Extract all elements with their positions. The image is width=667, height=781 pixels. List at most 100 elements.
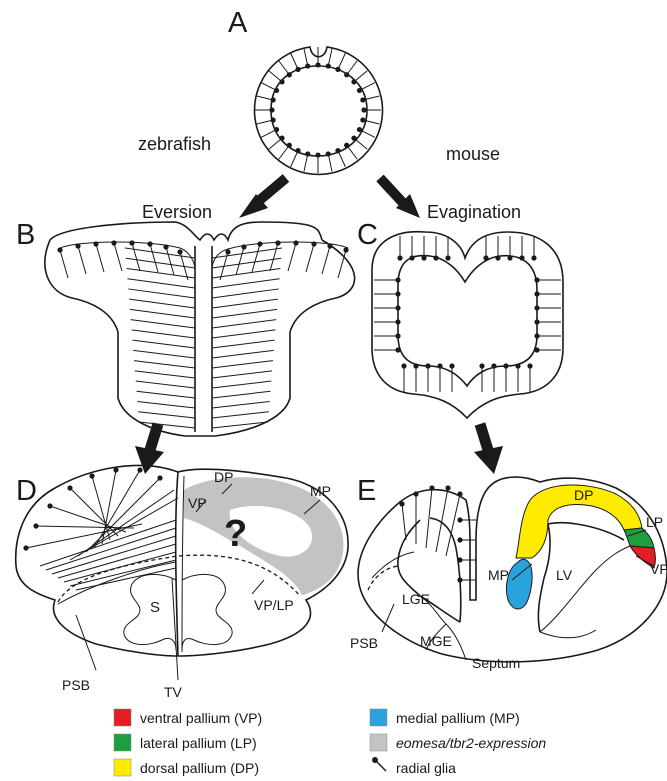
radial-glia-soma [507,255,512,260]
radial-glia-soma [409,255,414,260]
radial-glia-soma [395,305,400,310]
legend-label-dorsal-pallium: dorsal pallium (DP) [140,760,259,776]
radial-glia-fiber [269,138,282,149]
radial-glia-soma [305,63,310,68]
radial-glia-soma [437,363,442,368]
radial-glia-fiber [136,381,195,388]
label-e-vp: VP [650,561,667,577]
radial-glia-fiber [92,476,110,540]
radial-glia-fiber [150,244,158,272]
label-e-psb: PSB [350,635,378,651]
radial-glia-soma [457,517,462,522]
label-e-lv: LV [556,567,573,583]
panel-a-neural-tube [254,47,382,174]
radial-glia-fiber [212,299,278,308]
radial-glia-fiber [252,244,260,272]
panel-label-c: C [357,219,378,251]
radial-glia-fiber [270,243,278,271]
legend-radial-glia-icon [372,757,386,771]
panel-label-e: E [357,475,376,507]
label-d-mp: MP [310,483,331,499]
radial-glia-soma [295,67,300,72]
radial-glia-soma [295,148,300,153]
radial-glia-soma [225,249,230,254]
legend-label-medial-pallium: medial pallium (MP) [396,710,520,726]
heading-mouse: mouse [446,144,500,164]
radial-glia-soma [67,485,72,490]
label-e-septum: Septum [472,655,520,671]
radial-glia-fiber [102,470,116,544]
radial-glia-fiber [212,279,280,288]
radial-glia-soma [491,363,496,368]
panel-e-right-ventricle [538,523,624,632]
radial-glia-fiber [131,320,195,328]
panel-c-evaginated-telencephalon [372,232,563,418]
radial-glia-fiber [212,248,282,258]
radial-glia-fiber [212,361,273,368]
radial-glia-fiber [212,340,275,348]
legend-swatch-medial-pallium [370,709,387,726]
panel-label-d: D [16,475,37,507]
radial-glia-fiber [212,309,277,318]
radial-glia-soma [275,240,280,245]
radial-glia-soma [457,537,462,542]
radial-glia-soma [357,88,362,93]
arrow-a-to-b [239,178,286,218]
legend-swatch-ventral-pallium [114,709,131,726]
panel-e-mouse-telencephalon [358,477,667,662]
legend-swatch-eomesa-expression [370,734,387,751]
radial-glia-soma [305,151,310,156]
panel-b-tela-choroidea [50,222,322,240]
panel-c-radial-glia [374,236,561,392]
radial-glia-soma [445,485,450,490]
radial-glia-fiber [132,330,195,338]
radial-glia-fiber [58,544,176,578]
radial-glia-fiber [446,494,460,556]
radial-glia-fiber [338,151,345,167]
radial-glia-soma [413,491,418,496]
radial-glia-soma [503,363,508,368]
panel-b-radial-glia [57,240,348,428]
arrow-c-to-e [474,424,503,474]
radial-glia-soma [527,363,532,368]
radial-glia-soma [113,467,118,472]
radial-glia-soma [399,501,404,506]
radial-glia-soma [457,577,462,582]
radial-glia-fiber [304,154,308,171]
radial-glia-soma [361,107,366,112]
radial-glia-soma [433,255,438,260]
label-d-question: ? [224,513,247,555]
radial-glia-fiber [291,151,298,167]
label-d-vp-lp: VP/LP [254,597,294,613]
radial-glia-soma [57,247,62,252]
radial-glia-fiber [130,309,195,318]
label-e-mge: MGE [420,633,452,649]
radial-glia-soma [311,241,316,246]
radial-glia-fiber [306,244,314,272]
radial-glia-fiber [134,361,195,368]
radial-glia-fiber [133,350,195,358]
radial-glia-soma [534,319,539,324]
radial-glia-soma [137,467,142,472]
panel-e-radial-glia [399,485,476,582]
radial-glia-fiber [354,71,367,82]
pointer-vplp-d [252,580,264,594]
radial-glia-soma [241,244,246,249]
radial-glia-soma [129,240,134,245]
radial-glia-fiber [212,330,275,338]
radial-glia-soma [534,305,539,310]
radial-glia-fiber [166,247,174,275]
radial-glia-fiber [291,53,298,69]
heading-eversion: Eversion [142,202,212,222]
radial-glia-soma [293,240,298,245]
radial-glia-soma [147,241,152,246]
radial-glia-fiber [132,340,195,348]
radial-glia-fiber [46,528,176,570]
radial-glia-soma [111,240,116,245]
radial-glia-fiber [137,391,195,398]
legend: ventral pallium (VP) lateral pallium (LP… [114,709,546,776]
radial-glia-fiber [212,371,272,378]
panel-b-ventricle [195,246,212,432]
radial-glia-fiber [402,504,406,540]
